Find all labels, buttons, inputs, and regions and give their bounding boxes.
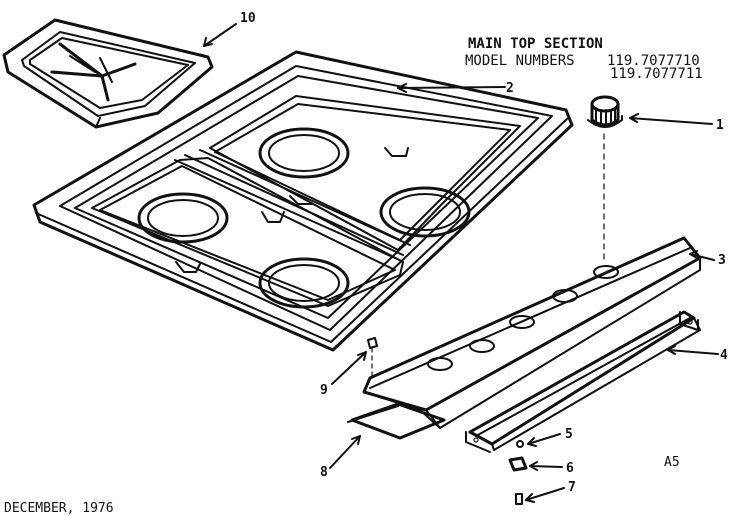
- clip-part-6: [508, 456, 528, 472]
- diagram-title: MAIN TOP SECTION: [468, 36, 603, 52]
- callout-5: 5: [565, 427, 573, 442]
- diagram-date: DECEMBER, 1976: [4, 501, 114, 516]
- callout-6: 6: [566, 461, 574, 476]
- control-knob: [587, 95, 623, 263]
- callout-4: 4: [720, 348, 728, 363]
- burner-grate: [2, 18, 214, 129]
- page-code: A5: [664, 455, 680, 470]
- callout-10: 10: [240, 11, 256, 26]
- cooktop-pan: [32, 50, 574, 352]
- callout-2: 2: [506, 81, 514, 96]
- bracket-rail: [465, 310, 701, 453]
- screw-part-7: [515, 493, 523, 505]
- model-number-1: 119.7077710: [607, 53, 700, 69]
- leader-lines: [203, 23, 719, 503]
- model-number-2: 119.7077711: [610, 66, 703, 82]
- callout-8: 8: [320, 465, 328, 480]
- callout-9: 9: [320, 383, 328, 398]
- callout-3: 3: [718, 253, 726, 268]
- screw-part-9: [367, 337, 378, 376]
- model-numbers-label: MODEL NUMBERS: [465, 53, 575, 69]
- screw-part-5: [516, 440, 524, 448]
- callout-7: 7: [568, 480, 576, 495]
- control-panel: [347, 236, 702, 440]
- callout-1: 1: [716, 118, 724, 133]
